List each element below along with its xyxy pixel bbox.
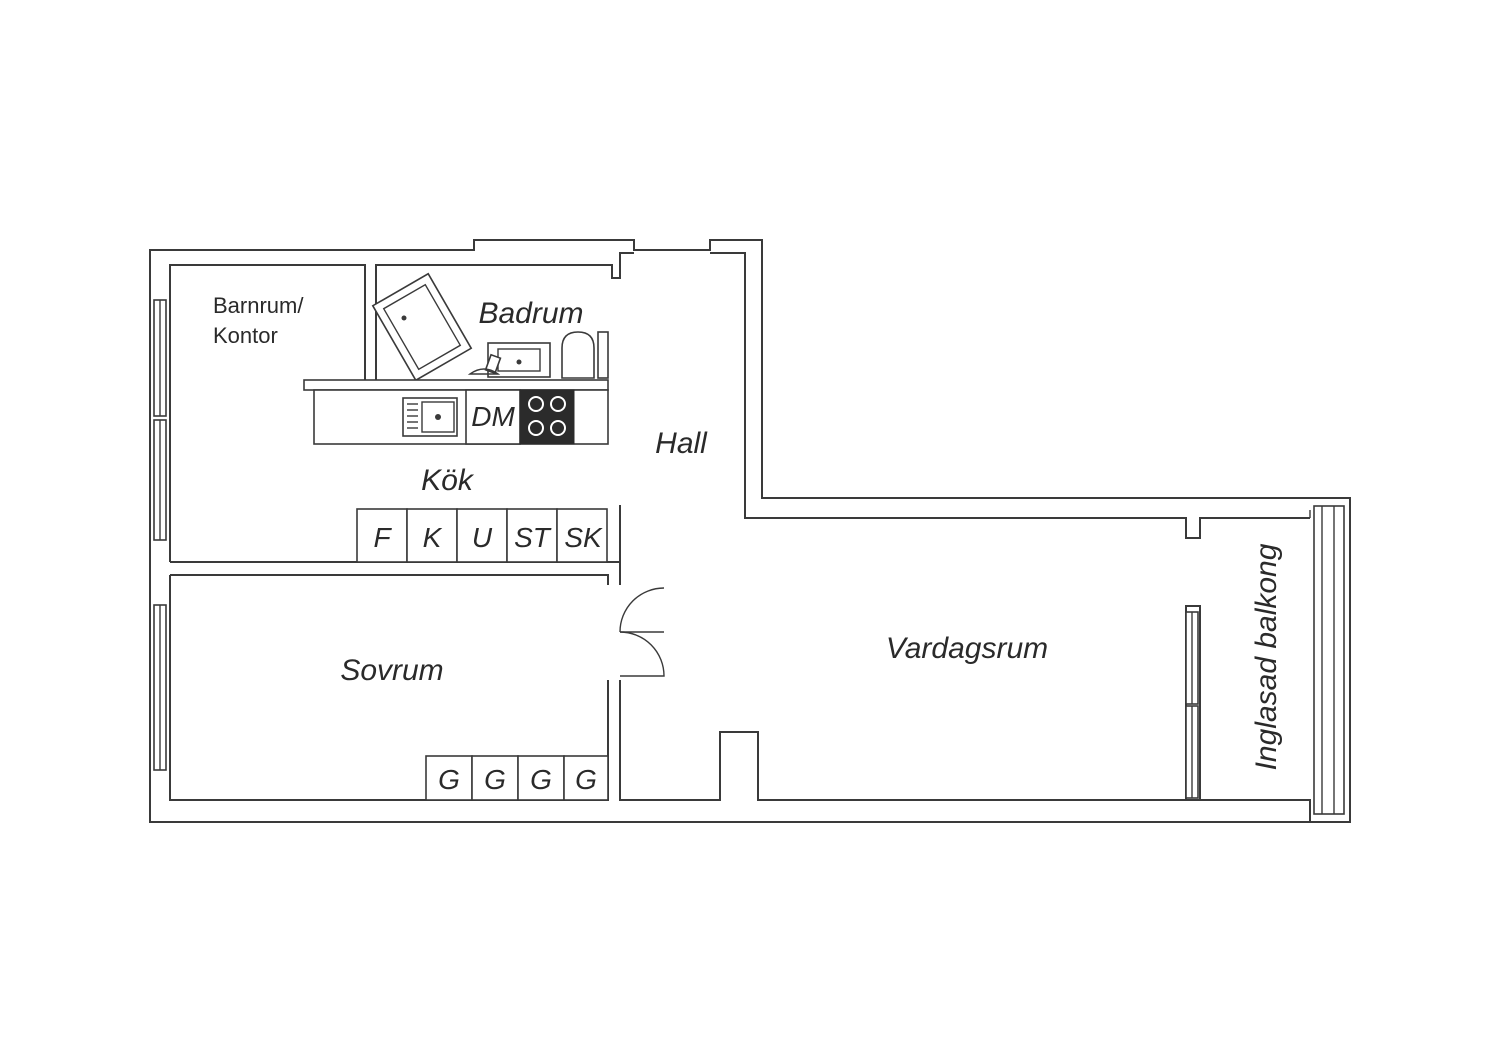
cabinet-label: K <box>423 522 443 553</box>
inner-wall-hall-right <box>710 252 1310 539</box>
room-label-badrum: Badrum <box>478 297 583 330</box>
inner-wall-left-top <box>169 264 366 562</box>
dishwasher-box <box>465 389 521 445</box>
outer-wall <box>149 239 1351 823</box>
door-swing-icon <box>619 587 665 677</box>
dishwasher-label: DM <box>471 401 515 432</box>
wardrobe-label: G <box>484 764 506 795</box>
cabinet-label: ST <box>514 522 552 553</box>
cabinet-label: U <box>472 522 493 553</box>
wardrobe-label: G <box>575 764 597 795</box>
toilet-icon <box>561 331 609 379</box>
inner-wall-bed-top <box>170 574 609 585</box>
cabinet-label: SK <box>564 522 603 553</box>
stove-icon <box>519 389 575 445</box>
room-label-hall: Hall <box>655 427 708 460</box>
kitchen-cabinets <box>356 508 608 563</box>
inner-wall-living-bottom <box>619 680 1186 801</box>
room-label-sovrum: Sovrum <box>340 654 443 687</box>
room-label-kontor: Kontor <box>213 323 278 348</box>
wardrobe-label: G <box>438 764 460 795</box>
inner-wall-bath <box>375 252 634 380</box>
room-label-kok: Kök <box>421 464 475 497</box>
kitchen-sink-icon <box>402 397 458 437</box>
bathtub-icon <box>371 272 473 382</box>
balcony-edge <box>1200 799 1311 822</box>
wardrobe-label: G <box>530 764 552 795</box>
cabinet-label: F <box>373 522 392 553</box>
window-icon <box>153 299 1345 815</box>
room-label-vardagsrum: Vardagsrum <box>886 632 1048 665</box>
wardrobes <box>425 755 609 801</box>
sink-icon <box>467 342 551 378</box>
room-label-barnrum: Barnrum/ <box>213 293 304 318</box>
inner-wall-bottom <box>169 575 609 801</box>
room-label-balkong: Inglasad balkong <box>1250 543 1283 770</box>
